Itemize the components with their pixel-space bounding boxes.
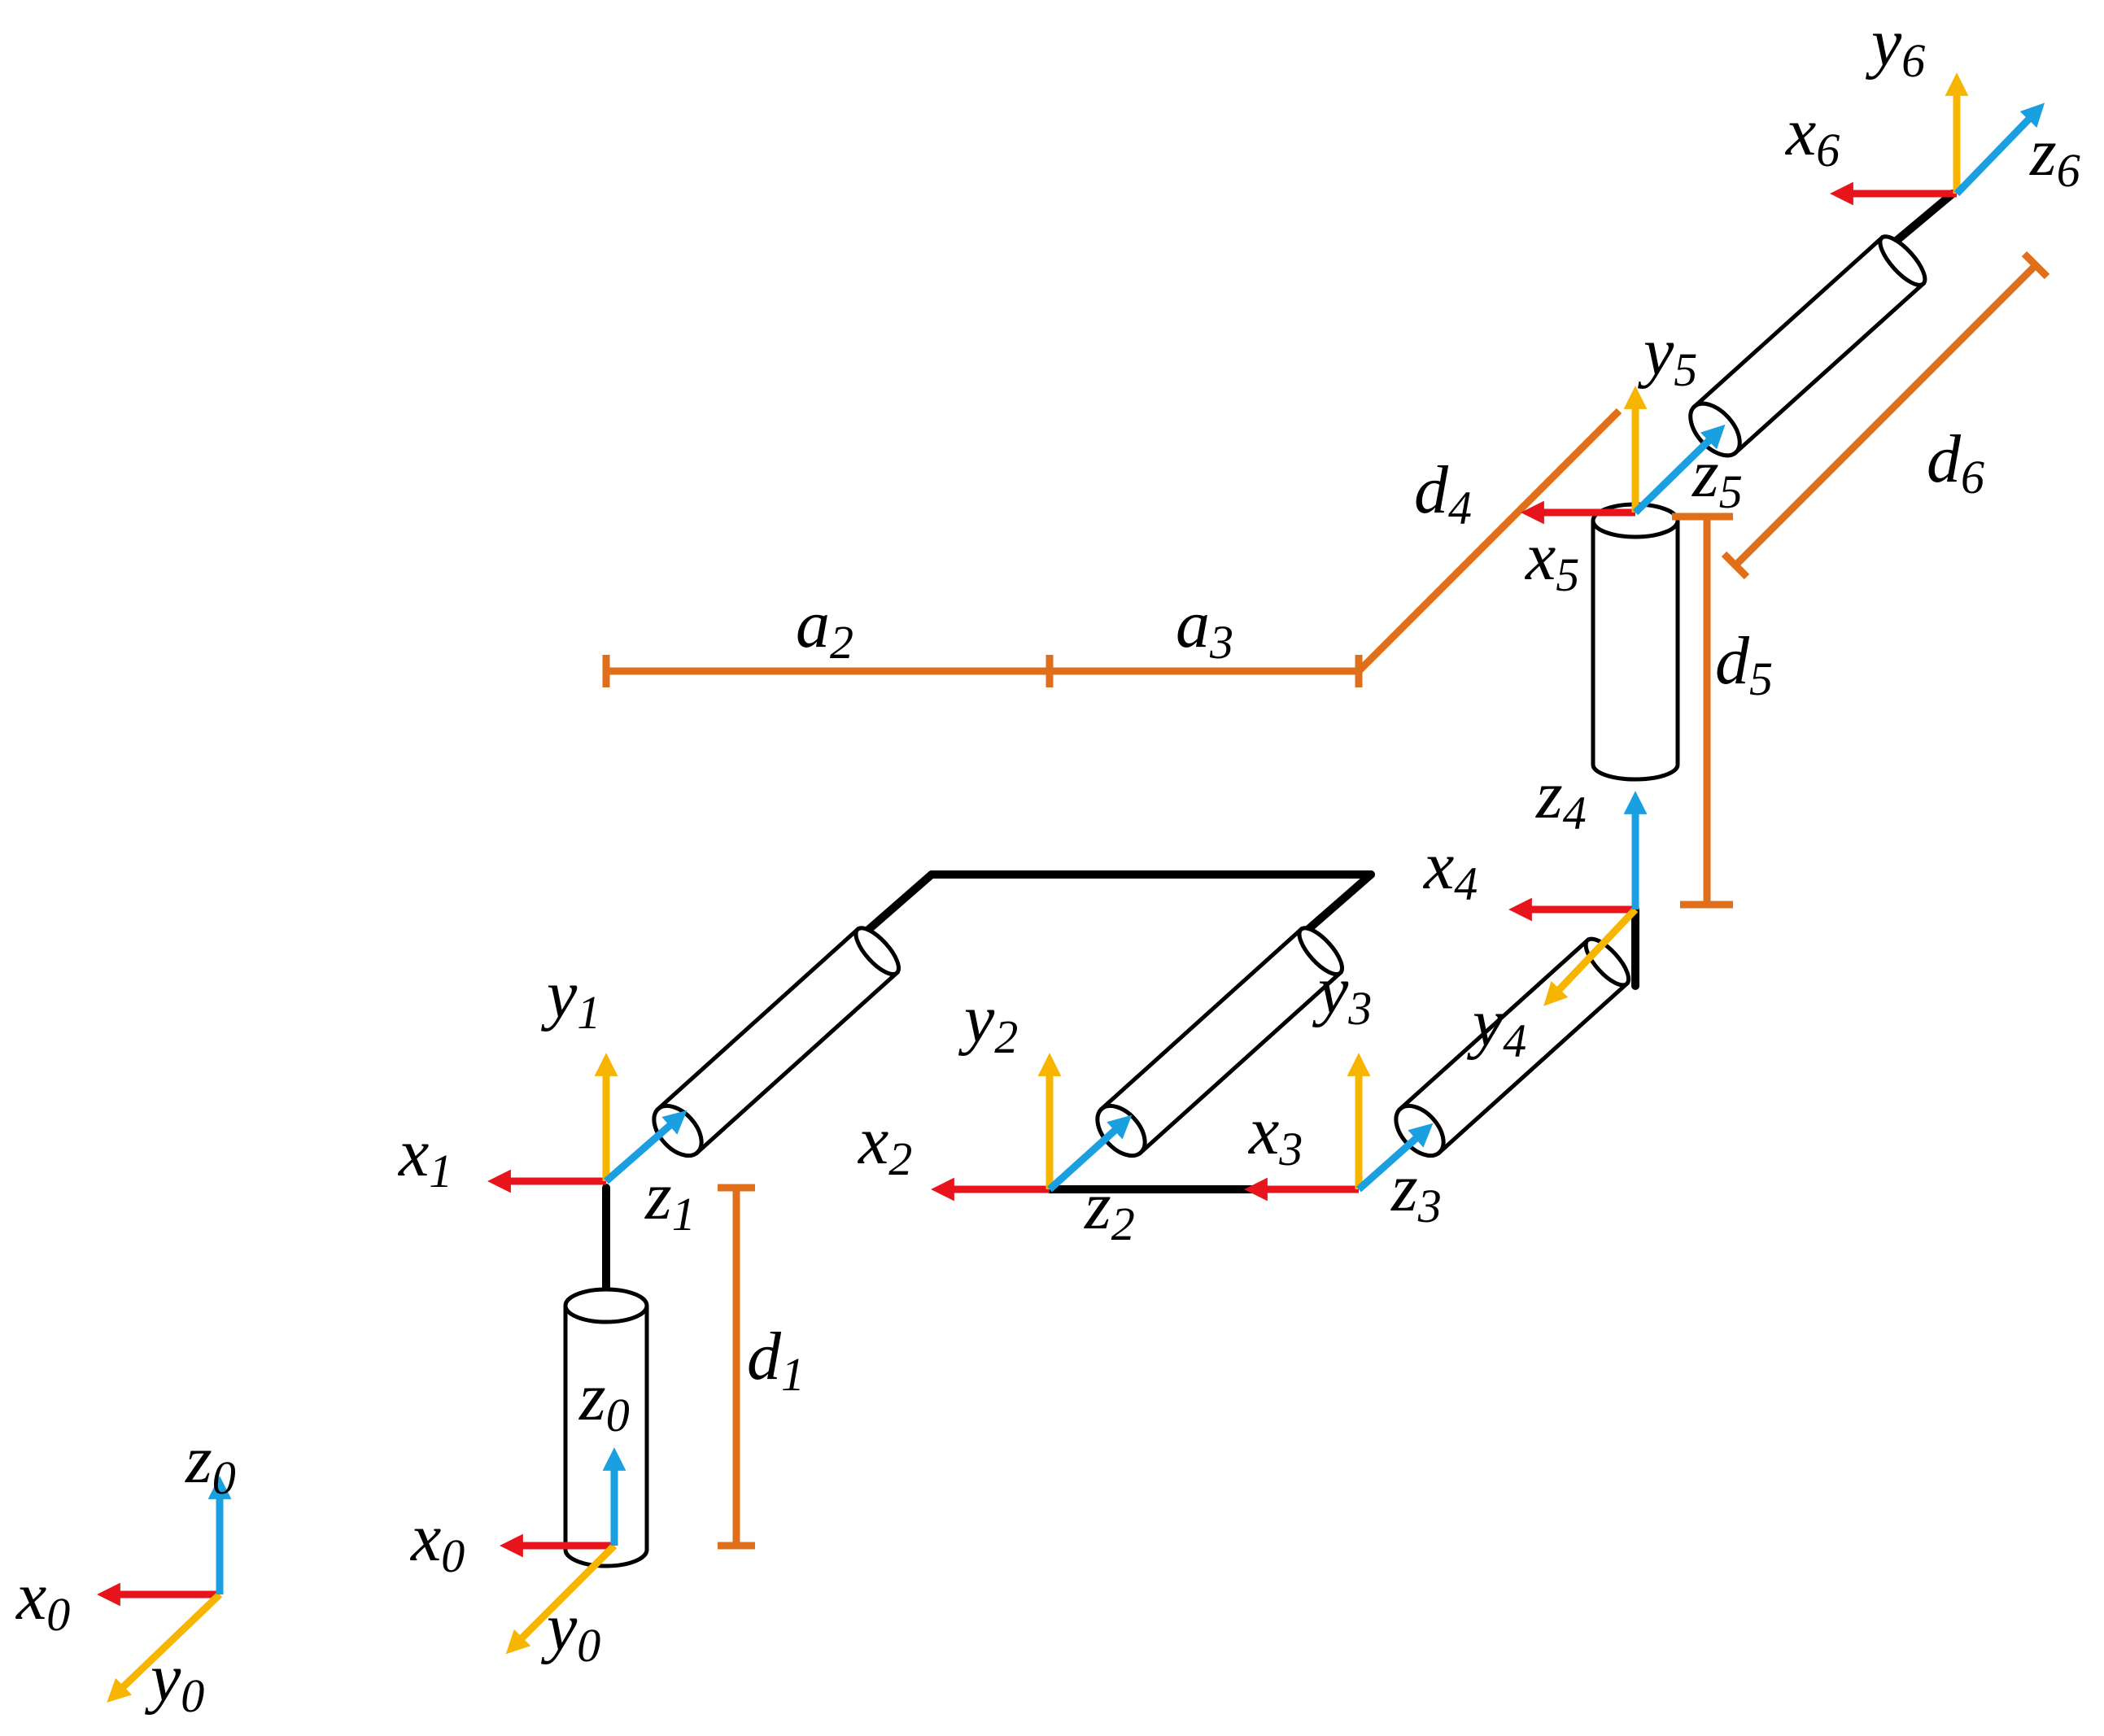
label-z3: z3 bbox=[1390, 1150, 1442, 1232]
label-a3: a3 bbox=[1176, 587, 1233, 669]
frame-4 bbox=[1508, 791, 1648, 1006]
z-axis-arrow bbox=[1046, 1114, 1133, 1193]
label-d6: d6 bbox=[1927, 421, 1984, 504]
label-x3: x3 bbox=[1247, 1093, 1303, 1176]
label-z6: z6 bbox=[2029, 115, 2080, 197]
label-world-y0: y0 bbox=[144, 1640, 204, 1722]
frame-2 bbox=[931, 1053, 1133, 1202]
y-axis-arrow bbox=[505, 1542, 618, 1655]
label-y5: y5 bbox=[1637, 314, 1697, 396]
label-z1: z1 bbox=[644, 1158, 696, 1241]
frame-5 bbox=[1521, 386, 1726, 525]
label-z4: z4 bbox=[1535, 757, 1587, 840]
label-x2: x2 bbox=[857, 1103, 912, 1185]
z-axis-arrow bbox=[604, 1110, 688, 1184]
label-z5: z5 bbox=[1691, 436, 1743, 518]
label-y6: y6 bbox=[1865, 5, 1925, 87]
label-y4: y4 bbox=[1466, 985, 1526, 1067]
labels: x0 y0 z0 x0 y0 z0 x1 y1 z1 x2 y2 z2 x3 y… bbox=[15, 5, 2080, 1722]
frame-6 bbox=[1830, 72, 2045, 206]
frame-3 bbox=[1244, 1053, 1434, 1202]
y-axis-arrow bbox=[107, 1591, 223, 1703]
z-axis-arrow bbox=[1356, 1123, 1434, 1193]
label-y0: y0 bbox=[540, 1590, 600, 1672]
label-x5: x5 bbox=[1524, 519, 1579, 601]
label-z2: z2 bbox=[1084, 1168, 1135, 1250]
label-y2: y2 bbox=[958, 981, 1018, 1063]
label-y1: y1 bbox=[540, 957, 600, 1039]
z-axis-arrow bbox=[1632, 424, 1726, 516]
dimension-d4 bbox=[1355, 408, 1622, 674]
joint-2-cylinder bbox=[1095, 926, 1344, 1158]
label-world-z0: z0 bbox=[185, 1422, 236, 1504]
joint-0-cylinder bbox=[563, 1287, 649, 1568]
label-x0: x0 bbox=[409, 1500, 465, 1582]
label-world-x0: x0 bbox=[15, 1559, 70, 1641]
joint-5-cylinder bbox=[1591, 502, 1680, 782]
dimension-d6 bbox=[1721, 251, 2050, 580]
link-5-6 bbox=[1884, 190, 1957, 252]
label-x1: x1 bbox=[397, 1115, 452, 1197]
frame-1 bbox=[487, 1053, 688, 1193]
label-d5: d5 bbox=[1715, 623, 1773, 705]
z-axis-arrow bbox=[1953, 103, 2045, 197]
joint-6-cylinder bbox=[1688, 234, 1927, 458]
label-a2: a2 bbox=[796, 587, 853, 669]
label-x6: x6 bbox=[1784, 94, 1840, 177]
dimension-lines bbox=[602, 251, 2050, 1550]
frame-0 bbox=[500, 1447, 626, 1655]
label-x4: x4 bbox=[1422, 828, 1478, 910]
label-d1: d1 bbox=[747, 1319, 805, 1401]
y-axis-arrow bbox=[1543, 906, 1639, 1006]
label-y3: y3 bbox=[1312, 953, 1372, 1035]
dimension-a2-a3 bbox=[602, 655, 1363, 687]
label-z0: z0 bbox=[578, 1359, 630, 1442]
dimension-d1 bbox=[718, 1184, 755, 1550]
label-d4: d4 bbox=[1414, 452, 1472, 534]
dimension-d5 bbox=[1672, 513, 1733, 909]
frame-world bbox=[97, 1476, 232, 1703]
